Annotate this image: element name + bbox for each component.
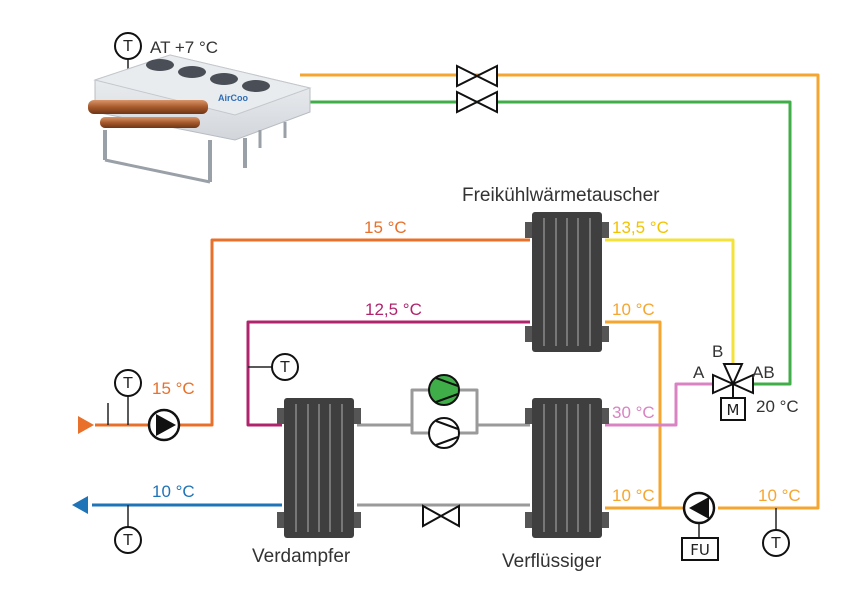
compressor-icon [428, 417, 460, 449]
outlet-arrow-icon [72, 496, 88, 514]
valve-port-ab-label: AB [752, 363, 775, 382]
sensor-label: T [122, 374, 133, 392]
mid-line-temperature-label: 12,5 °C [365, 300, 422, 319]
valve-ab-temperature-label: 20 °C [756, 397, 799, 416]
ambient-temperature-label: AT +7 °C [150, 38, 218, 57]
condenser-heat-exchanger [524, 397, 610, 539]
evaporator-label: Verdampfer [252, 546, 351, 567]
valve-port-b-label: B [712, 342, 723, 361]
pump-icon [147, 408, 181, 442]
supply-temperature-label: 15 °C [152, 379, 195, 398]
valve-icon [422, 504, 460, 528]
sensor-label: T [122, 531, 133, 549]
green-return-line [300, 100, 792, 386]
evaporator-heat-exchanger [276, 397, 362, 539]
valve-icon [456, 64, 498, 88]
sensor-label: T [122, 37, 133, 55]
glycol-line-top [300, 73, 820, 510]
pump-icon [682, 491, 716, 525]
freecooling-heat-exchanger [524, 211, 610, 353]
compressor-icon [428, 374, 460, 406]
pink-line [605, 382, 718, 427]
dry-cooler-brand: AirCoo [218, 93, 248, 103]
frequency-converter-box [681, 537, 719, 561]
valve-port-a-label: A [693, 363, 705, 382]
right-line-temperature-label: 10 °C [758, 486, 801, 505]
freecooling-hx-label: Freikühlwärmetauscher [462, 185, 660, 206]
condenser-label: Verflüssiger [502, 551, 602, 572]
valve-icon [456, 90, 498, 114]
return-temperature-label: 10 °C [152, 482, 195, 501]
glycol-hx-outlet [605, 320, 662, 508]
magenta-line [246, 320, 530, 427]
frequency-converter-label: FU [690, 541, 710, 559]
yellow-line [605, 238, 735, 368]
hx-outlet-top-temperature-label: 13,5 °C [612, 218, 669, 237]
hx-outlet-bottom-temperature-label: 10 °C [612, 300, 655, 319]
condenser-outlet-top-temperature-label: 30 °C [612, 403, 655, 422]
condenser-outlet-bottom-temperature-label: 10 °C [612, 486, 655, 505]
dry-cooler-icon: AirCoo [88, 54, 312, 184]
temperature-sensor-icon [114, 32, 790, 557]
sensor-label: T [770, 534, 781, 552]
sensor-label: T [279, 358, 290, 376]
inlet-arrow-icon [78, 416, 94, 434]
top-line-temperature-label: 15 °C [364, 218, 407, 237]
three-way-valve-icon [712, 363, 754, 421]
valve-motor-label: M [727, 401, 740, 419]
